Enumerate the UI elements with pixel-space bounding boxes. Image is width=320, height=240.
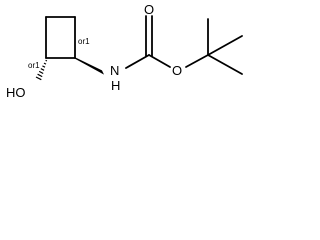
bond-o-ester-cq [185, 54, 209, 68]
atom-label-n: N [110, 63, 119, 78]
atom-label-o-ester: O [172, 63, 182, 78]
bond-n-carbonyl-c [125, 54, 150, 69]
atom-label-h: H [111, 78, 120, 93]
atom-label-o-carbonyl: O [144, 2, 154, 17]
atom-label-ho: HO [6, 85, 26, 100]
stereo-label-c1: or1 [78, 37, 90, 46]
molecule-diagram: HO N H O O or1 or1 [0, 0, 254, 102]
bond-cq-methyl-bottom [207, 54, 243, 75]
bond-carbonyl-c-o-ester [148, 54, 171, 68]
stereo-label-c2: or1 [28, 61, 40, 70]
hashed-bond-c2-o [35, 59, 48, 81]
bond-cq-methyl-right [207, 35, 243, 56]
structure-svg: HO N H O O or1 or1 [6, 2, 243, 100]
wedge-bond-c1-n [75, 57, 104, 75]
